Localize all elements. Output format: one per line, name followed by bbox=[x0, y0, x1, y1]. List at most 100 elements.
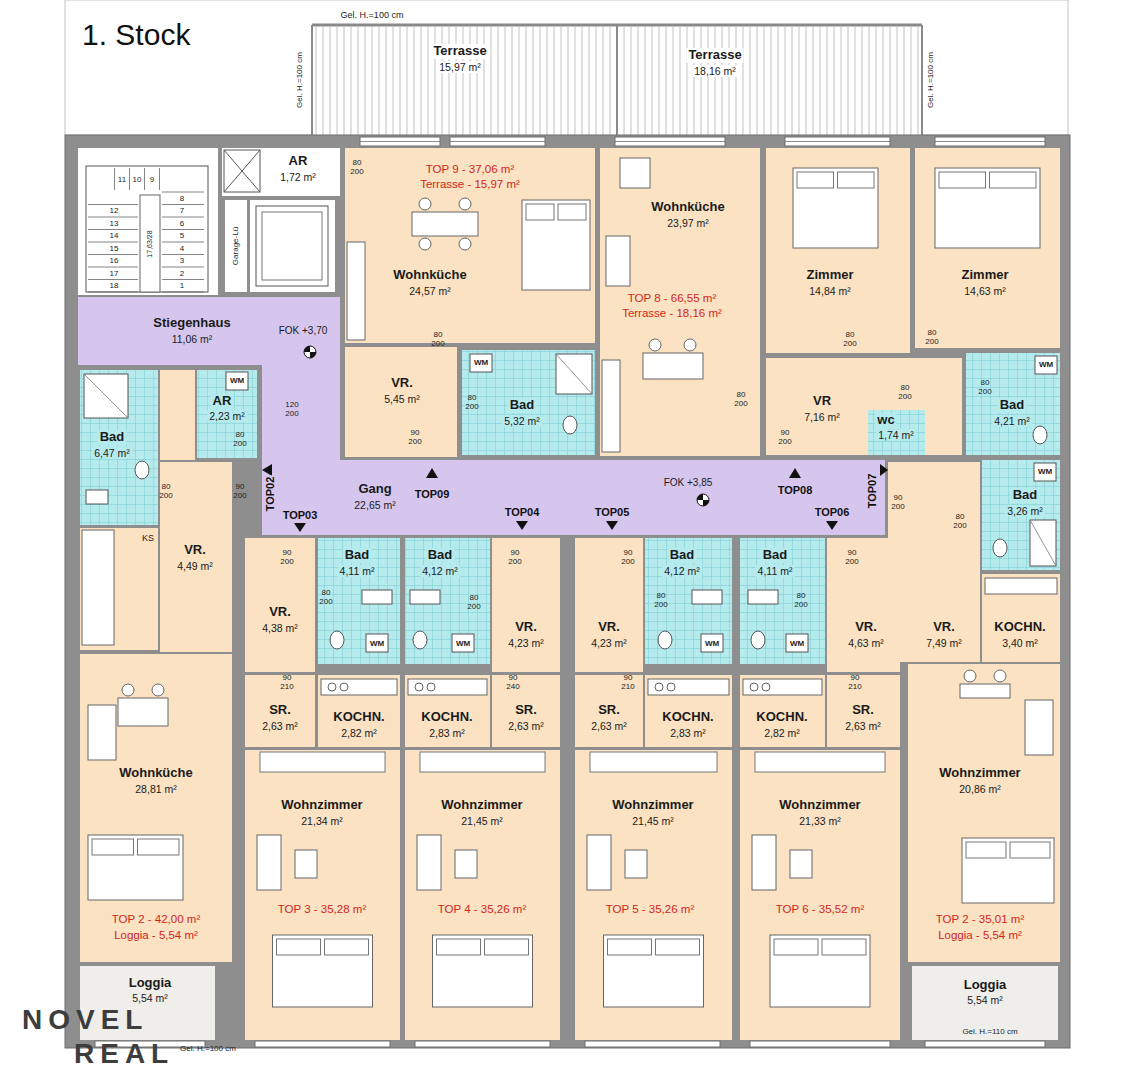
table bbox=[455, 850, 477, 878]
window bbox=[785, 137, 890, 146]
stair-step bbox=[162, 279, 204, 280]
room-area: 22,65 m² bbox=[352, 499, 397, 511]
hob bbox=[667, 683, 675, 691]
door-dimension: 80 200 bbox=[159, 482, 174, 500]
room-area: 7,49 m² bbox=[924, 637, 964, 649]
chair bbox=[419, 198, 431, 210]
stair-step bbox=[162, 267, 204, 268]
terrace-hatch bbox=[750, 27, 751, 135]
window bbox=[925, 1041, 1045, 1047]
room-area: 4,38 m² bbox=[260, 622, 300, 634]
window bbox=[450, 141, 545, 142]
chair bbox=[152, 684, 164, 696]
stair-number: 6 bbox=[180, 219, 184, 228]
pillow bbox=[966, 842, 1006, 858]
room: Bad6,47 m² bbox=[80, 370, 158, 525]
terrace-hatch bbox=[813, 27, 814, 135]
room-area: 28,81 m² bbox=[133, 783, 178, 795]
terrace-hatch bbox=[610, 27, 611, 135]
washer-label: WM bbox=[230, 376, 244, 385]
stair-step bbox=[88, 229, 138, 230]
window bbox=[360, 137, 440, 146]
stair-eye bbox=[140, 195, 160, 292]
room: VR.4,23 m² bbox=[492, 538, 560, 672]
room-area: 5,45 m² bbox=[382, 393, 422, 405]
terrace-divider bbox=[616, 25, 618, 135]
railing bbox=[311, 25, 313, 135]
terrace-hatch bbox=[715, 27, 716, 135]
room-area: 23,97 m² bbox=[665, 217, 710, 229]
pillow bbox=[277, 939, 321, 955]
pillow bbox=[822, 939, 866, 955]
room: Bad3,26 m² bbox=[982, 460, 1060, 570]
window bbox=[360, 141, 440, 142]
room-area: 5,54 m² bbox=[965, 994, 1005, 1006]
room-name: wc bbox=[875, 413, 896, 428]
unit-area: TOP 3 - 35,28 m² bbox=[276, 903, 368, 916]
floor-level: FOK +3,70 bbox=[277, 325, 330, 337]
toilet bbox=[135, 461, 149, 479]
kitchen-counter bbox=[602, 360, 620, 452]
room-name: Stiegenhaus bbox=[151, 316, 232, 331]
stair-step bbox=[162, 254, 204, 255]
door-dimension: 80 200 bbox=[467, 593, 482, 611]
room-floor bbox=[405, 538, 490, 664]
room-area: 2,83 m² bbox=[668, 727, 708, 739]
entrance-label: TOP09 bbox=[414, 488, 451, 501]
washer bbox=[226, 372, 248, 390]
sink bbox=[748, 590, 778, 604]
room-area: 4,11 m² bbox=[756, 565, 795, 577]
room: KOCHN.2,83 m² bbox=[645, 675, 732, 747]
room-name: Zimmer bbox=[805, 268, 856, 283]
washer bbox=[470, 354, 492, 372]
room-name: AR bbox=[287, 154, 310, 169]
stair-step bbox=[88, 292, 138, 293]
room-area: 7,16 m² bbox=[802, 411, 842, 423]
terrace-hatch bbox=[323, 27, 324, 135]
room-floor bbox=[575, 750, 732, 1040]
railing bbox=[921, 25, 923, 135]
room-area: 24,57 m² bbox=[407, 285, 452, 297]
bed bbox=[88, 835, 183, 900]
room-floor bbox=[575, 538, 643, 672]
terrace-hatch bbox=[519, 27, 520, 135]
room-floor bbox=[318, 538, 400, 664]
terrace-hatch bbox=[365, 27, 366, 135]
door-dimension: 90 210 bbox=[848, 673, 863, 691]
door-dimension: 90 200 bbox=[621, 548, 636, 566]
stair-step bbox=[88, 217, 138, 218]
room-floor bbox=[262, 460, 885, 535]
terrace-floor bbox=[312, 25, 922, 135]
room-floor bbox=[915, 148, 1060, 348]
room: Wohnzimmer21,45 m²TOP 4 - 35,26 m² bbox=[405, 750, 560, 1040]
sofa bbox=[417, 835, 441, 890]
stair-number: 9 bbox=[150, 175, 154, 184]
room: Terrasse15,97 m² bbox=[312, 25, 617, 135]
room-area: 5,32 m² bbox=[502, 415, 542, 427]
sofa bbox=[88, 705, 116, 760]
room: Zimmer14,84 m² bbox=[766, 148, 910, 353]
unit-area: Terrasse - 18,16 m² bbox=[620, 307, 724, 320]
room: SR.2,63 m² bbox=[245, 675, 315, 747]
stair-step bbox=[162, 217, 204, 218]
door-dimension: 90 200 bbox=[408, 428, 423, 446]
shaft-cross bbox=[224, 150, 260, 192]
room-name: VR. bbox=[182, 543, 208, 558]
room-floor bbox=[766, 358, 962, 455]
room-floor bbox=[492, 538, 560, 672]
stair-step bbox=[88, 204, 138, 205]
room-floor bbox=[740, 750, 900, 1040]
terrace-hatch bbox=[575, 27, 576, 135]
door-dimension: 90 200 bbox=[778, 428, 793, 446]
terrace-hatch bbox=[736, 27, 737, 135]
terrace-hatch bbox=[631, 27, 632, 135]
room-name: VR. bbox=[853, 620, 879, 635]
room-area: 4,12 m² bbox=[420, 565, 460, 577]
door-dimension: 80 200 bbox=[233, 430, 248, 448]
room-floor bbox=[492, 675, 560, 747]
window bbox=[255, 1041, 390, 1047]
entrance-arrow bbox=[826, 521, 838, 530]
washer-label: WM bbox=[474, 358, 488, 367]
stair-number: 10 bbox=[133, 175, 142, 184]
sofa bbox=[587, 835, 611, 890]
